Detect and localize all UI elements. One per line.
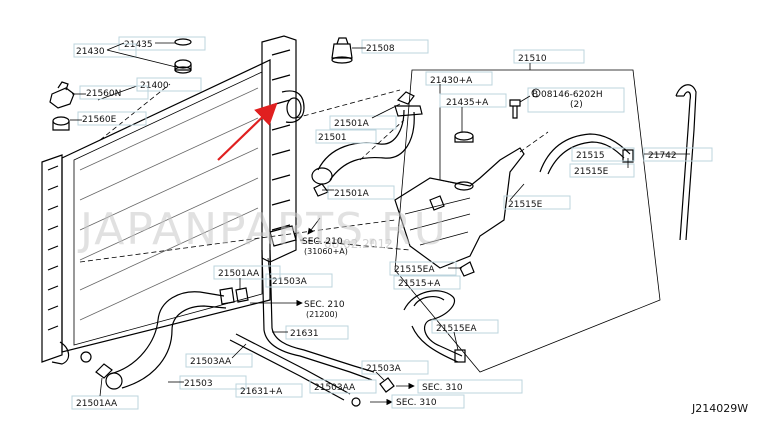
hose-21631A — [229, 333, 361, 407]
label-21515: 21515 — [576, 151, 605, 161]
lower-hose-21503 — [105, 287, 235, 390]
label-21560N: 21560N — [86, 89, 121, 99]
label-21501AA-bottom: 21501AA — [76, 399, 118, 409]
label-21515E-top: 21515E — [574, 167, 609, 177]
watermark-date: 08.02.2012 — [324, 237, 393, 251]
label-21503A-bottom: 21503A — [366, 364, 402, 374]
label-21435: 21435 — [124, 40, 153, 50]
label-21435A: 21435+A — [446, 98, 489, 108]
hose-21515A — [403, 290, 466, 363]
pointer-arrow — [217, 102, 278, 161]
diagram-code: J214029W — [691, 402, 748, 415]
clip-21503A — [379, 377, 395, 393]
label-21560E: 21560E — [82, 115, 117, 125]
label-21400: 21400 — [140, 81, 169, 91]
label-sec210a: SEC. 210 — [302, 237, 343, 247]
cap-21430 — [174, 59, 192, 74]
label-21430: 21430 — [76, 47, 105, 57]
label-sec310b: SEC. 310 — [396, 398, 437, 408]
clip-21501A-top — [396, 91, 415, 105]
radiator-cap-21560N — [49, 81, 75, 109]
hose-21631 — [261, 249, 375, 381]
label-21503AA-a: 21503AA — [190, 357, 232, 367]
label-21503A: 21503A — [272, 277, 308, 287]
radiator — [41, 35, 305, 365]
label-21515A: 21515+A — [398, 279, 441, 289]
label-21631: 21631 — [290, 329, 319, 339]
label-sec210a-ref: (31060+A) — [304, 247, 348, 256]
label-bolt-qty: (2) — [570, 100, 583, 110]
label-21515EA-b: 21515EA — [436, 324, 477, 334]
hose-21515 — [539, 133, 634, 175]
drain-plug-21560E — [52, 116, 70, 131]
label-21508: 21508 — [366, 44, 395, 54]
label-21430A: 21430+A — [430, 76, 473, 86]
label-21501AA-mid: 21501AA — [218, 269, 260, 279]
label-bolt: B 08146-6202H — [532, 90, 603, 100]
label-21631A: 21631+A — [240, 387, 283, 397]
clip-21515EA-a — [459, 261, 475, 277]
label-21501: 21501 — [318, 133, 347, 143]
label-sec210b: SEC. 210 — [304, 300, 345, 310]
label-21503: 21503 — [184, 379, 213, 389]
tube-21742 — [675, 84, 697, 241]
label-21501A-top: 21501A — [334, 119, 370, 129]
label-sec210b-ref: (21200) — [306, 310, 338, 319]
watermark: JAPANPARTS.RU — [77, 204, 448, 255]
label-21515E-mid: 21515E — [508, 200, 543, 210]
bolt-08146 — [509, 99, 521, 119]
seal-21435 — [174, 38, 192, 46]
label-21742: 21742 — [648, 151, 677, 161]
label-sec310a: SEC. 310 — [422, 383, 463, 393]
bracket-21508 — [331, 37, 353, 64]
label-21503AA-b: 21503AA — [314, 383, 356, 393]
label-21510: 21510 — [518, 54, 547, 64]
label-21515EA-a: 21515EA — [394, 265, 435, 275]
reservoir-tank-21510 — [394, 131, 525, 269]
label-21501A-mid: 21501A — [334, 189, 370, 199]
clip-21501AA — [95, 287, 249, 379]
